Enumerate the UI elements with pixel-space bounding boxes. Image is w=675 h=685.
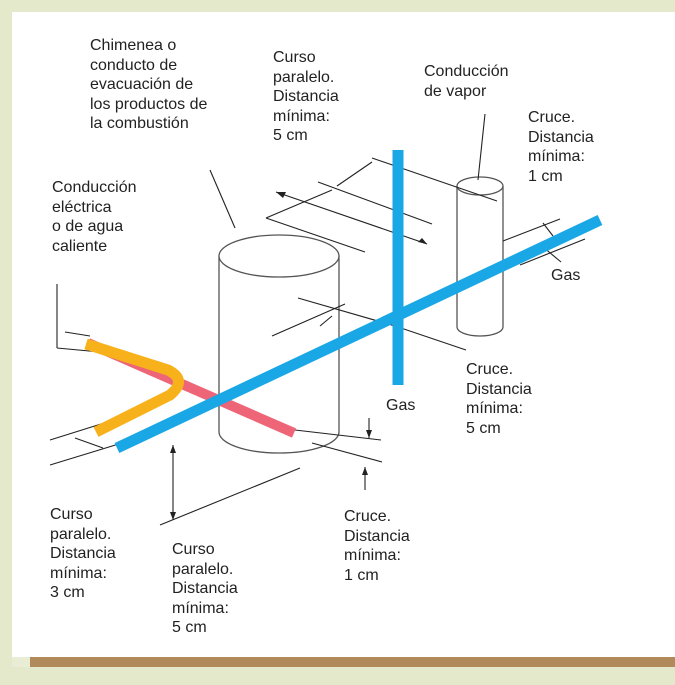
label-conduccion-vapor: Conducción de vapor	[424, 63, 509, 100]
label-curso-paralelo-3: Curso paralelo. Distancia mínima: 3 cm	[50, 506, 116, 601]
label-chimenea: Chimenea o conducto de evacuación de los…	[90, 37, 208, 132]
label-gas-right: Gas	[551, 267, 581, 284]
gas-pipe-diagonal	[114, 215, 603, 453]
hot-water-pipe	[84, 338, 184, 437]
chimney-cylinder	[218, 234, 340, 454]
label-curso-paralelo-5-top: Curso paralelo. Distancia mínima: 5 cm	[273, 49, 339, 144]
label-curso-paralelo-5-bottom: Curso paralelo. Distancia mínima: 5 cm	[172, 541, 238, 636]
label-cruce-5: Cruce. Distancia mínima: 5 cm	[466, 361, 532, 437]
bottom-frame	[0, 667, 675, 685]
steam-pipe-cylinder	[456, 176, 504, 337]
frame-left	[0, 0, 12, 685]
frame-top	[0, 0, 675, 12]
diagram-panel	[12, 12, 675, 657]
bottom-accent-bar	[30, 657, 675, 667]
arrow-heads	[170, 192, 427, 520]
label-conduccion-electrica: Conducción eléctrica o de agua caliente	[52, 179, 137, 255]
label-cruce-1-top: Cruce. Distancia mínima: 1 cm	[528, 109, 594, 185]
label-cruce-1-bottom: Cruce. Distancia mínima: 1 cm	[344, 508, 410, 584]
label-gas-vertical: Gas	[386, 397, 416, 414]
